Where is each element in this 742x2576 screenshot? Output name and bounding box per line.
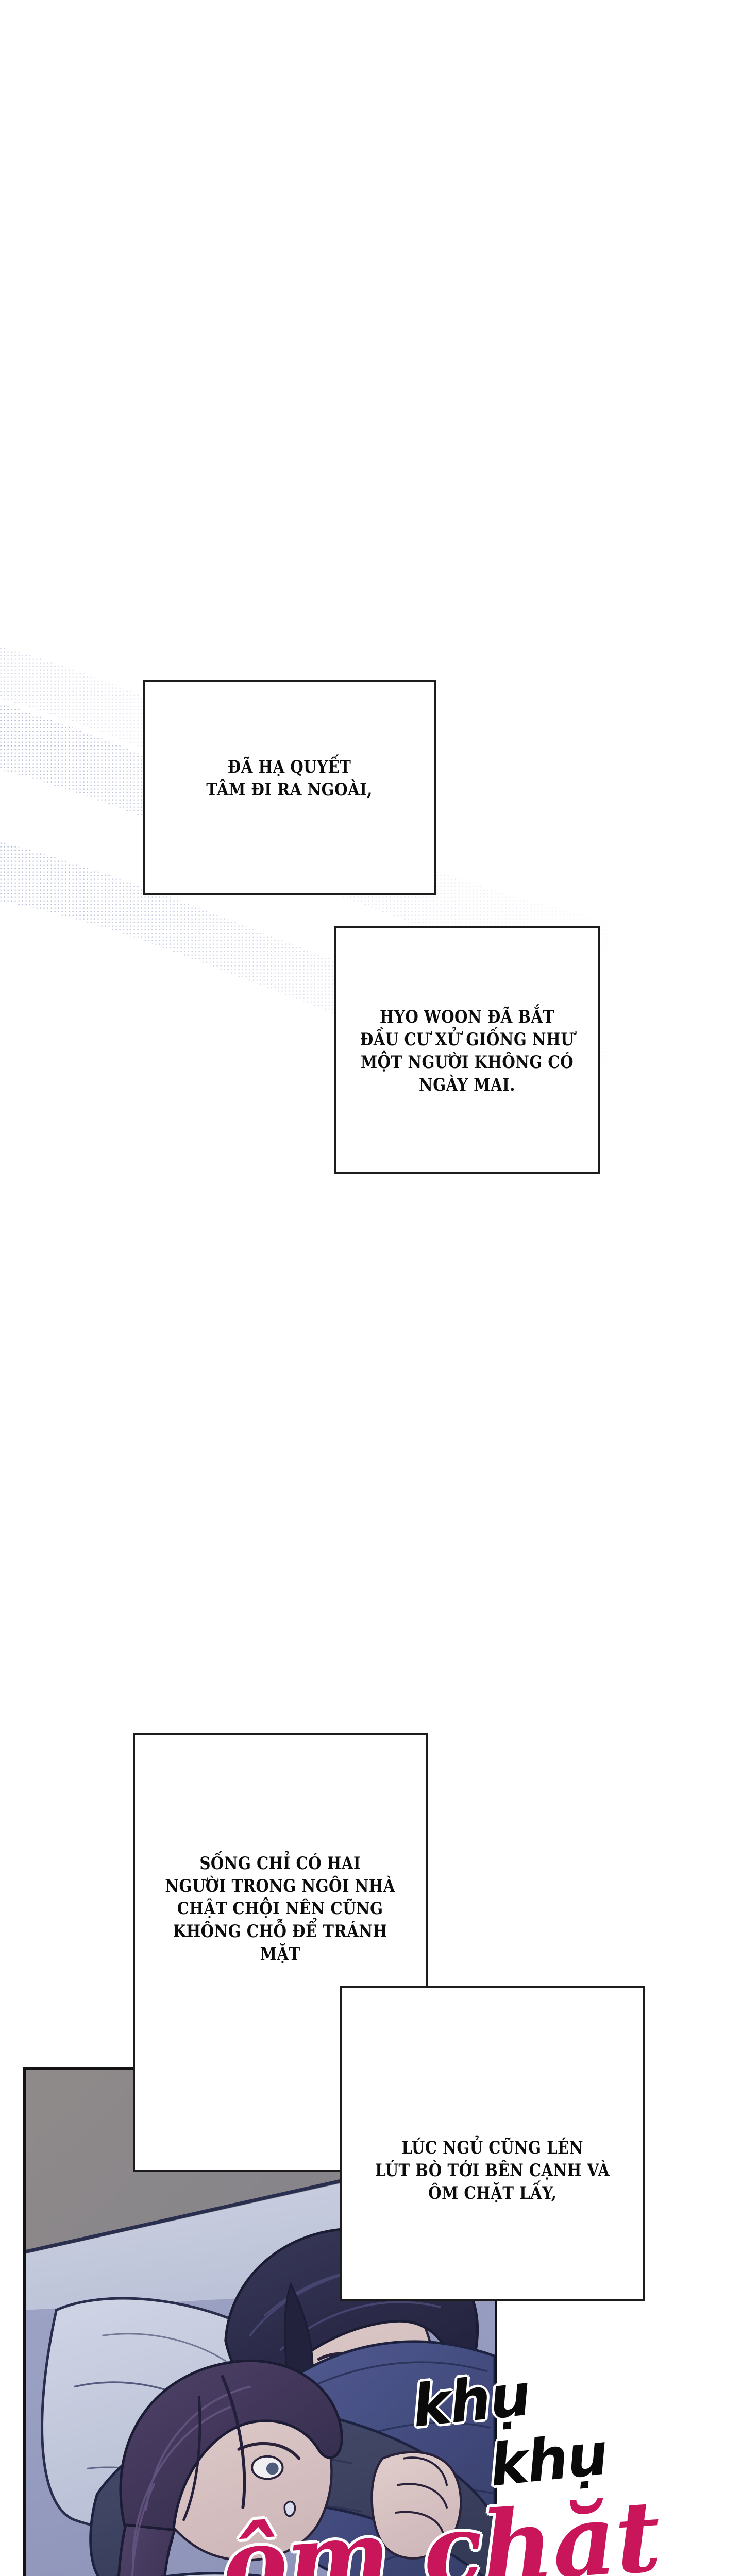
narration-box-4: LÚC NGỦ CŨNG LÉN LÚT BÒ TỚI BÊN CẠNH VÀ … (340, 1986, 645, 2301)
narration-text-2: HYO WOON ĐÃ BẮT ĐẦU CƯ XỬ GIỐNG NHƯ MỘT … (360, 1006, 575, 1096)
narration-box-2: HYO WOON ĐÃ BẮT ĐẦU CƯ XỬ GIỐNG NHƯ MỘT … (334, 926, 600, 1174)
narration-text-1: ĐÃ HẠ QUYẾT TÂM ĐI RA NGOÀI, (206, 756, 373, 800)
narration-text-4: LÚC NGỦ CŨNG LÉN LÚT BÒ TỚI BÊN CẠNH VÀ … (375, 2137, 610, 2204)
sfx-khu-1: khụ (409, 2361, 533, 2441)
narration-box-1: ĐÃ HẠ QUYẾT TÂM ĐI RA NGOÀI, (143, 680, 436, 895)
narration-text-3: SỐNG CHỈ CÓ HAI NGƯỜI TRONG NGÔI NHÀ CHẬ… (165, 1853, 396, 1965)
